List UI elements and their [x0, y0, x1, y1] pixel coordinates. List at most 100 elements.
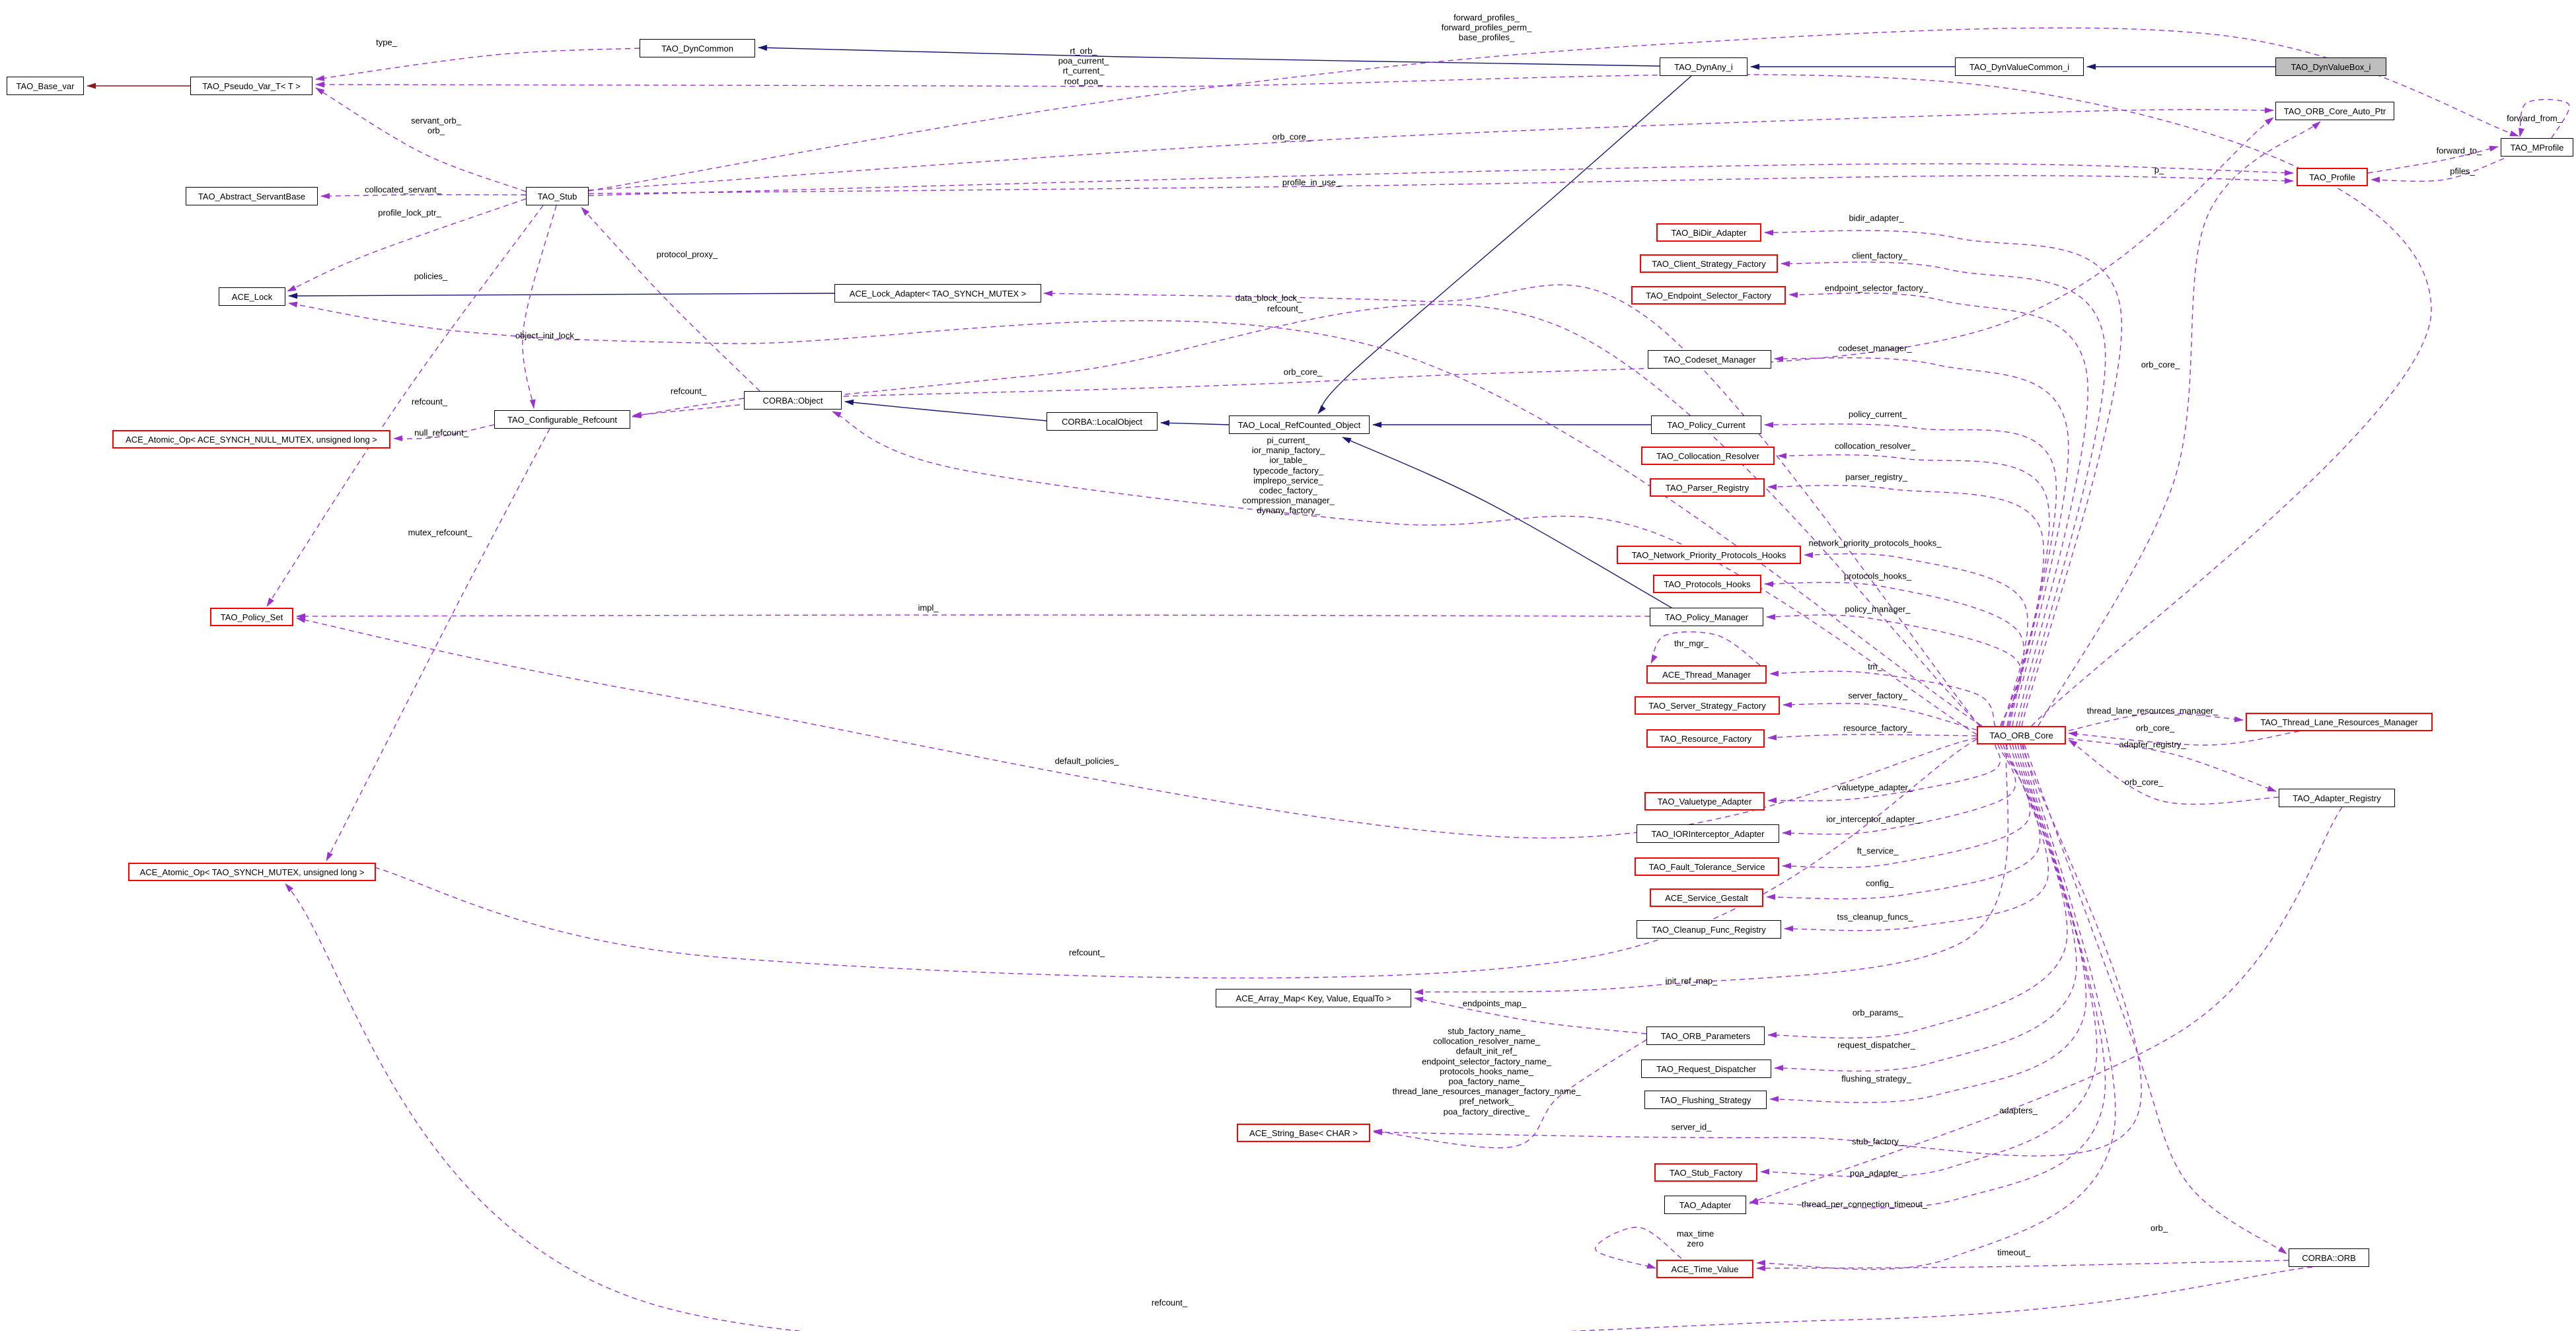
- class-node-ace-array-map[interactable]: ACE_Array_Map< Key, Value, EqualTo >: [1216, 989, 1411, 1007]
- class-node-tao-endpoint-selector-factory[interactable]: TAO_Endpoint_Selector_Factory: [1631, 286, 1786, 305]
- class-node-tao-cleanup-func-registry[interactable]: TAO_Cleanup_Func_Registry: [1637, 920, 1781, 939]
- class-node-tao-policy-manager[interactable]: TAO_Policy_Manager: [1650, 608, 1763, 626]
- class-node-tao-dynvaluecommon-i[interactable]: TAO_DynValueCommon_i: [1955, 57, 2084, 76]
- class-node-tao-orb-parameters[interactable]: TAO_ORB_Parameters: [1646, 1026, 1765, 1045]
- edge-65: [320, 193, 527, 199]
- class-node-tao-bidir-adapter[interactable]: TAO_BiDir_Adapter: [1656, 223, 1761, 242]
- class-node-ace-time-value[interactable]: ACE_Time_Value: [1656, 1260, 1753, 1278]
- class-node-tao-thread-lane-resources-manager[interactable]: TAO_Thread_Lane_Resources_Manager: [2246, 713, 2433, 731]
- edge-68: [522, 205, 557, 409]
- edge-13: [1774, 355, 2069, 727]
- class-node-ace-lock-adapter[interactable]: ACE_Lock_Adapter< TAO_SYNCH_MUTEX >: [834, 284, 1041, 303]
- class-node-ace-service-gestalt[interactable]: ACE_Service_Gestalt: [1650, 888, 1763, 907]
- class-node-tao-base-var[interactable]: TAO_Base_var: [7, 77, 84, 95]
- edge-53: [1595, 1227, 1682, 1269]
- class-node-tao-fault-tolerance-service[interactable]: TAO_Fault_Tolerance_Service: [1635, 857, 1779, 876]
- class-node-tao-local-refcounted-object[interactable]: TAO_Local_RefCounted_Object: [1229, 415, 1370, 434]
- edge-17: [1804, 552, 2028, 727]
- edge-6: [844, 399, 1047, 421]
- edge-10: [1764, 229, 2122, 727]
- class-node-ace-lock[interactable]: ACE_Lock: [219, 287, 285, 306]
- class-node-tao-policy-set[interactable]: TAO_Policy_Set: [210, 608, 293, 626]
- class-node-tao-network-priority-protocols-hooks[interactable]: TAO_Network_Priority_Protocols_Hooks: [1617, 546, 1801, 564]
- class-node-tao-codeset-manager[interactable]: TAO_Codeset_Manager: [1648, 350, 1771, 369]
- edge-52: [285, 883, 2313, 1331]
- edge-38: [296, 617, 1977, 839]
- edge-11: [1781, 260, 2106, 727]
- edge-43: [832, 411, 1977, 735]
- edge-57: [315, 48, 640, 81]
- edge-36: [1373, 744, 2142, 1157]
- edge-4: [1317, 75, 1692, 414]
- edge-50: [1749, 807, 2343, 1204]
- edge-67: [266, 205, 544, 607]
- class-node-corba-localobject[interactable]: CORBA::LocalObject: [1047, 412, 1158, 431]
- edge-15: [1777, 452, 2050, 727]
- class-node-tao-abstract-servantbase[interactable]: TAO_Abstract_ServantBase: [186, 187, 318, 205]
- class-node-tao-resource-factory[interactable]: TAO_Resource_Factory: [1646, 729, 1765, 748]
- class-node-tao-protocols-hooks[interactable]: TAO_Protocols_Hooks: [1653, 575, 1761, 593]
- edge-51: [1756, 1260, 2289, 1272]
- class-node-tao-orb-core[interactable]: TAO_ORB_Core: [1977, 726, 2066, 744]
- class-node-corba-object[interactable]: CORBA::Object: [744, 391, 842, 410]
- class-node-tao-collocation-resolver[interactable]: TAO_Collocation_Resolver: [1641, 447, 1775, 465]
- edge-54: [2519, 98, 2570, 139]
- class-node-tao-iorinterceptor-adapter[interactable]: TAO_IORInterceptor_Adapter: [1637, 824, 1779, 843]
- edge-29: [1774, 744, 2077, 1072]
- edge-26: [1766, 744, 2041, 900]
- edge-31: [1760, 744, 2098, 1178]
- edge-48: [2068, 731, 2300, 746]
- edge-58: [315, 87, 527, 192]
- edge-20: [1769, 670, 1996, 727]
- class-node-tao-stub[interactable]: TAO_Stub: [526, 187, 589, 205]
- class-node-tao-orb-core-auto-ptr[interactable]: TAO_ORB_Core_Auto_Ptr: [2275, 102, 2394, 120]
- class-node-tao-client-strategy-factory[interactable]: TAO_Client_Strategy_Factory: [1640, 254, 1778, 273]
- class-node-ace-atomic-op-synch[interactable]: ACE_Atomic_Op< TAO_SYNCH_MUTEX, unsigned…: [128, 863, 376, 881]
- edge-64: [588, 175, 2294, 194]
- edge-19: [1766, 614, 2022, 727]
- edge-9: [1342, 437, 1672, 608]
- class-node-tao-profile[interactable]: TAO_Profile: [2297, 168, 2368, 186]
- edge-5: [288, 293, 835, 299]
- edge-59: [315, 74, 2432, 727]
- edge-22: [1767, 734, 1977, 740]
- edge-44: [843, 117, 2274, 397]
- class-node-tao-stub-factory[interactable]: TAO_Stub_Factory: [1654, 1163, 1757, 1182]
- edge-32: [1749, 744, 2106, 1209]
- class-node-tao-parser-registry[interactable]: TAO_Parser_Registry: [1650, 478, 1765, 497]
- class-node-tao-adapter[interactable]: TAO_Adapter: [1664, 1196, 1746, 1214]
- class-node-ace-atomic-op-null[interactable]: ACE_Atomic_Op< ACE_SYNCH_NULL_MUTEX, uns…: [112, 430, 390, 449]
- class-node-ace-string-base[interactable]: ACE_String_Base< CHAR >: [1237, 1124, 1370, 1142]
- class-node-tao-mprofile[interactable]: TAO_MProfile: [2501, 138, 2573, 157]
- class-node-tao-pseudo-var-t[interactable]: TAO_Pseudo_Var_T< T >: [190, 77, 313, 95]
- class-node-tao-request-dispatcher[interactable]: TAO_Request_Dispatcher: [1641, 1060, 1771, 1078]
- class-node-tao-server-strategy-factory[interactable]: TAO_Server_Strategy_Factory: [1635, 696, 1780, 715]
- edge-45: [1043, 284, 1980, 727]
- edge-33: [1756, 744, 2116, 1270]
- class-node-tao-flushing-strategy[interactable]: TAO_Flushing_Strategy: [1644, 1091, 1767, 1109]
- class-node-tao-configurable-refcount[interactable]: TAO_Configurable_Refcount: [494, 410, 630, 429]
- class-node-tao-valuetype-adapter[interactable]: TAO_Valuetype_Adapter: [1644, 792, 1765, 810]
- class-node-tao-adapter-registry[interactable]: TAO_Adapter_Registry: [2279, 789, 2395, 807]
- class-node-tao-dynany-i[interactable]: TAO_DynAny_i: [1660, 57, 1748, 76]
- edge-41: [2068, 738, 2277, 792]
- edge-37: [367, 738, 1977, 979]
- edge-56: [1373, 1039, 1647, 1149]
- class-node-tao-policy-current[interactable]: TAO_Policy_Current: [1651, 415, 1761, 434]
- edge-66: [287, 198, 527, 292]
- edge-16: [1767, 484, 2045, 727]
- class-node-ace-thread-manager[interactable]: ACE_Thread_Manager: [1646, 665, 1767, 684]
- edge-72: [632, 398, 745, 419]
- edge-18: [1764, 581, 2025, 727]
- edge-23: [1767, 744, 2001, 804]
- edge-25: [1782, 744, 2030, 869]
- edge-63: [588, 163, 2294, 196]
- edge-69: [581, 207, 760, 392]
- class-node-corba-orb[interactable]: CORBA::ORB: [2289, 1248, 2369, 1267]
- class-node-tao-dynvaluebox-i[interactable]: TAO_DynValueBox_i: [2275, 57, 2386, 76]
- edge-34: [1650, 631, 1761, 666]
- class-node-tao-dyncommon[interactable]: TAO_DynCommon: [640, 39, 755, 57]
- edge-49: [2068, 739, 2279, 805]
